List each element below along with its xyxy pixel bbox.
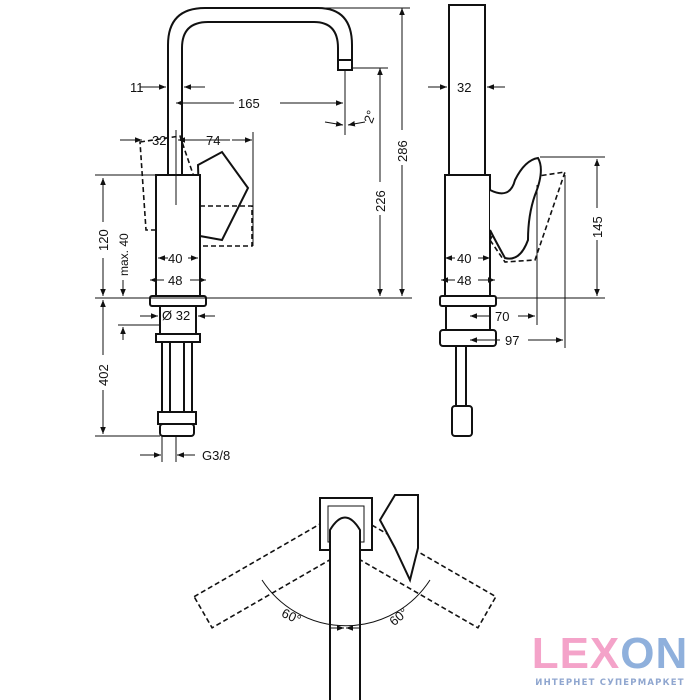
side-view: 11 165 2° 32 74 120 max. 40 40 48 226 28… [95, 7, 412, 463]
front-dim-48: 48 [457, 273, 471, 288]
spout-outer [167, 7, 353, 175]
dim-11: 11 [130, 80, 144, 95]
lever-top [378, 494, 419, 583]
lever-handle [196, 150, 250, 242]
dim-165: 165 [238, 96, 260, 111]
dim-diameter-32: Ø 32 [162, 308, 190, 323]
front-dim-32: 32 [457, 80, 471, 95]
lexon-logo: LEXON ИНТЕРНЕТ СУПЕРМАРКЕТ [530, 629, 690, 689]
spout-inner [181, 21, 339, 175]
front-dim-97: 97 [505, 333, 519, 348]
angle-left-60: 60° [279, 605, 303, 627]
dim-40: 40 [168, 251, 182, 266]
dim-226: 226 [373, 190, 388, 212]
lever-front [489, 156, 542, 260]
dim-max40: max. 40 [117, 233, 131, 276]
dim-402: 402 [96, 364, 111, 386]
dim-120: 120 [96, 229, 111, 251]
dim-74: 74 [206, 133, 220, 148]
logo-subtitle: ИНТЕРНЕТ СУПЕРМАРКЕТ [535, 678, 685, 688]
front-dim-40: 40 [457, 251, 471, 266]
logo-word-on: ON [620, 629, 689, 678]
dim-32: 32 [152, 133, 166, 148]
body-front [444, 174, 491, 297]
dim-48: 48 [168, 273, 182, 288]
dim-286: 286 [395, 140, 410, 162]
front-view: 32 40 48 145 70 97 [428, 4, 605, 437]
front-dim-70: 70 [495, 309, 509, 324]
logo-word-lex: LEX [531, 629, 621, 678]
dim-g38: G3/8 [202, 448, 230, 463]
front-dim-145: 145 [590, 216, 605, 238]
spout-tip [337, 59, 353, 71]
spout-top [329, 516, 361, 700]
dim-2deg: 2° [361, 108, 379, 125]
top-view: 60° 60° [193, 494, 497, 700]
angle-right-60: 60° [386, 605, 411, 629]
